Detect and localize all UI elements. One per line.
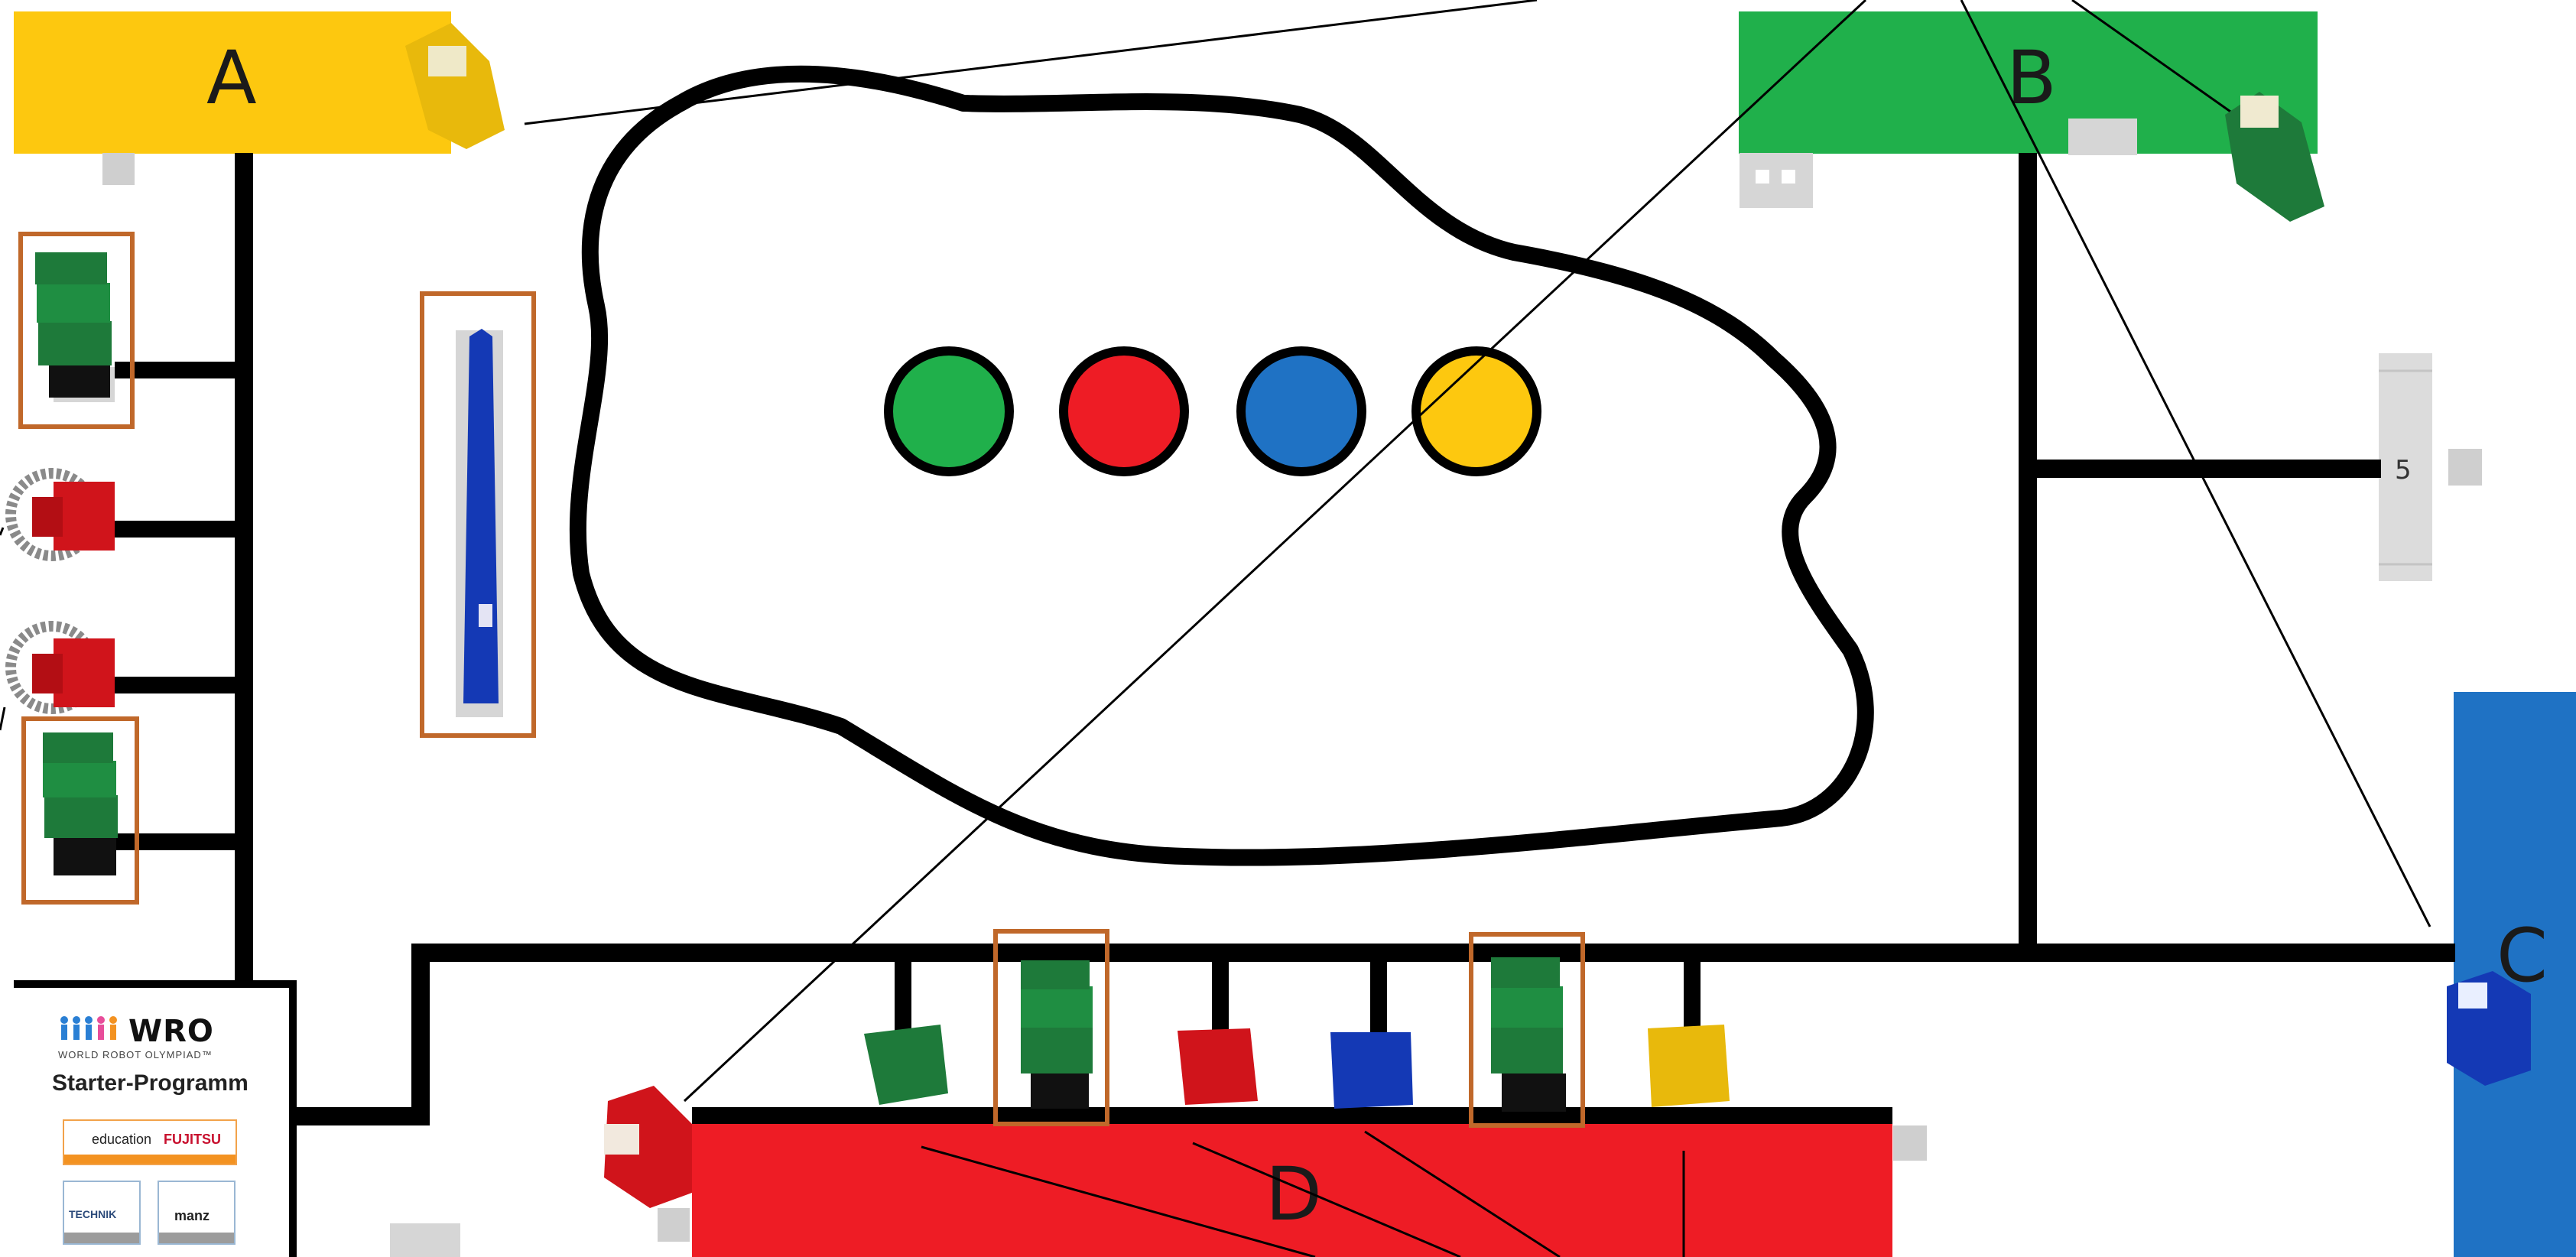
sponsor-bar: [64, 1155, 236, 1164]
callout-line: [0, 707, 5, 730]
robot-top: [2458, 983, 2487, 1009]
red-robot: [604, 1086, 692, 1208]
zone-b-label: B: [2006, 35, 2057, 121]
sponsor-manz: manz: [158, 1181, 236, 1245]
lego-plate: [864, 1025, 948, 1105]
callout-line: [0, 528, 3, 535]
track-left-branch-2: [115, 521, 245, 538]
track-bottom-horizontal: [411, 944, 2455, 962]
lego-brick: [1031, 1073, 1089, 1109]
parking-area-label: 5: [2395, 455, 2412, 486]
robot-top: [2240, 96, 2279, 128]
lego-brick: [1491, 1025, 1563, 1073]
lego-brick: [44, 795, 118, 838]
lego-brick: [37, 283, 110, 323]
center-circle-green: [888, 351, 1009, 472]
lego-brick: [1491, 957, 1560, 988]
track-d-connector-1: [895, 962, 911, 1038]
green-lego-plate: [864, 1025, 948, 1105]
lego-plate: [1648, 1025, 1730, 1107]
lego-brick: [1502, 1073, 1566, 1112]
gray-marker: [390, 1223, 460, 1257]
sponsor-lego-text: education: [92, 1132, 151, 1148]
track-left-branch-4: [115, 833, 245, 850]
lego-brick: [32, 654, 63, 693]
red-wheel-piece: [11, 626, 115, 709]
robot-top: [428, 46, 466, 76]
lego-brick: [35, 252, 107, 284]
lego-brick: [49, 365, 110, 398]
track-right-vertical: [2019, 153, 2037, 962]
lego-brick: [38, 321, 112, 365]
green-lego-stack: [43, 732, 118, 875]
center-circle-blue: [1241, 351, 1362, 472]
gray-marker: [2068, 119, 2137, 155]
gray-marker: [2448, 449, 2482, 486]
wro-logo-text: WRO: [128, 1014, 214, 1049]
yellow-lego-plate: [1648, 1025, 1730, 1107]
gray-marker: [102, 153, 135, 185]
lego-brick: [1491, 986, 1563, 1028]
zone-d-border-line: [692, 1107, 1892, 1124]
track-bottom-left-stub: [294, 1107, 430, 1125]
robot-top: [604, 1124, 639, 1155]
gray-marker: [1893, 1125, 1927, 1161]
lego-brick: [1021, 986, 1093, 1028]
track-left-vertical: [235, 153, 253, 982]
lego-brick: [43, 732, 113, 763]
sponsor-technik-text: TECHNIK: [69, 1208, 116, 1220]
blue-robot: [2447, 971, 2531, 1086]
center-circle-yellow: [1416, 351, 1537, 472]
lego-plate: [1330, 1032, 1413, 1109]
wro-logo-panel: WRO WORLD ROBOT OLYMPIAD™ Starter-Progra…: [14, 980, 297, 1257]
lego-plate: [1178, 1028, 1258, 1105]
green-lego-stack: [35, 252, 115, 402]
zone-a-label: A: [206, 35, 257, 121]
blue-lego-plate: [1330, 1032, 1413, 1109]
wro-people-icon: [58, 1015, 127, 1043]
sponsor-technik: TECHNIK: [63, 1181, 141, 1245]
lego-brick: [43, 761, 116, 797]
lego-brick: [32, 497, 63, 537]
lego-brick: [54, 837, 116, 875]
lego-stud-patch: [479, 604, 492, 627]
lego-brick: [1021, 1025, 1093, 1073]
track-d-connector-4: [1370, 962, 1387, 1038]
track-left-branch-3: [115, 677, 245, 693]
gray-marker: [1782, 170, 1795, 184]
sponsor-bar: [159, 1233, 234, 1243]
wro-subtitle: WORLD ROBOT OLYMPIAD™: [58, 1049, 213, 1060]
program-title: Starter-Programm: [52, 1070, 249, 1096]
track-d-connector-3: [1212, 962, 1229, 1038]
red-wheel-piece: [11, 473, 115, 556]
sponsor-lego-fujitsu: education FUJITSU: [63, 1119, 237, 1165]
green-lego-stack: [1491, 957, 1566, 1112]
lego-brick: [1021, 960, 1090, 989]
gray-marker: [1756, 170, 1769, 184]
red-lego-plate: [1178, 1028, 1258, 1105]
sponsor-manz-text: manz: [174, 1208, 210, 1224]
green-lego-stack: [1021, 960, 1093, 1109]
track-right-branch: [2037, 460, 2381, 478]
sponsor-bar: [64, 1233, 139, 1243]
callout-line: [684, 0, 1866, 1101]
center-circle-red: [1064, 351, 1184, 472]
sponsor-fujitsu-text: FUJITSU: [164, 1132, 221, 1148]
gray-marker: [1740, 153, 1813, 208]
gray-marker: [658, 1208, 690, 1242]
track-bottom-left-vertical: [411, 944, 430, 1125]
line-following-loop: [578, 74, 1866, 858]
